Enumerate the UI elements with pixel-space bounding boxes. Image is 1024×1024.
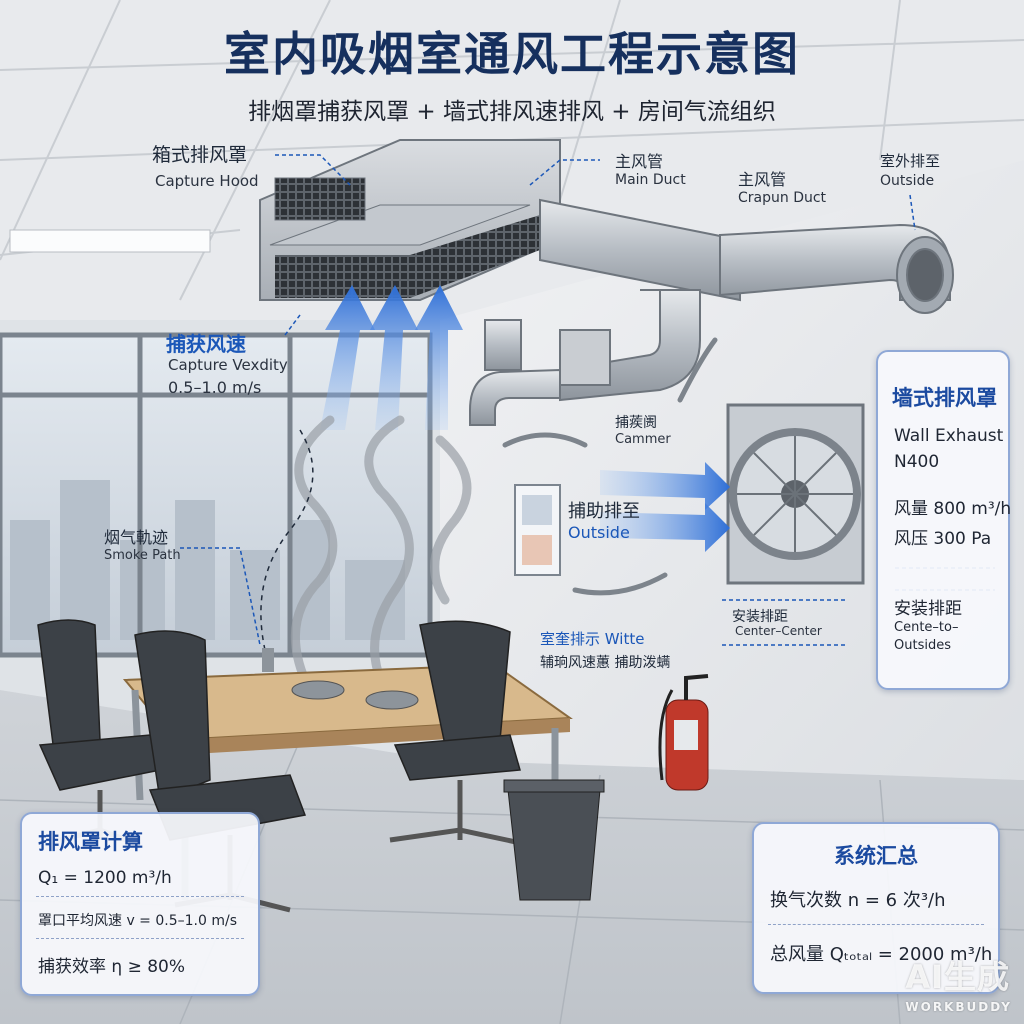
fire-extinguisher: [658, 674, 709, 791]
system-summary-panel: 系统汇总 换气次数 n = 6 次³/h 总风量 Qₜₒₜₐₗ = 2000 m…: [752, 822, 1000, 994]
wall-sign: [514, 484, 561, 576]
watermark-main: AI生成: [905, 958, 1010, 996]
label-room-line1: 室奎排示 Witte: [540, 630, 645, 648]
wall-panel-name: Wall Exhaust: [894, 426, 1004, 446]
wall-panel-pressure: 风压 300 Pa: [894, 529, 992, 549]
page-title: 室内吸烟室通风工程示意图: [224, 27, 800, 81]
label-install-zh: 安装排距: [732, 609, 788, 625]
label-capture-value: 0.5–1.0 m/s: [168, 378, 262, 397]
label-outside-zh: 室外排至: [880, 152, 941, 170]
summary-separator: [768, 924, 984, 925]
label-outside-en: Outside: [880, 173, 935, 189]
label-main-duct2-zh: 主风管: [738, 170, 787, 189]
label-smoke-zh: 烟气軌迹: [104, 528, 169, 547]
ceiling-light: [9, 229, 211, 253]
label-hood-en: Capture Hood: [155, 172, 259, 190]
wall-panel-install-en2: Outsides: [894, 638, 951, 653]
main-duct-system: [469, 198, 954, 426]
wall-panel-title: 墙式排风罩: [892, 386, 997, 410]
watermark-sub: WORKBUDDY: [905, 1000, 1012, 1014]
summary-total: 总风量 Qₜₒₜₐₗ = 2000 m³/h: [770, 944, 993, 965]
label-capture-zh: 捕获风速: [166, 332, 246, 356]
label-damper-zh: 捕蒺阓: [615, 415, 657, 431]
smoke-path-dashed: [260, 429, 314, 651]
label-install-en: Center–Center: [735, 624, 822, 638]
wall-panel-airflow: 风量 800 m³/h: [894, 499, 1012, 519]
circulation-arrows: [502, 337, 718, 596]
summary-ach: 换气次数 n = 6 次³/h: [770, 890, 946, 911]
label-damper-en: Cammer: [615, 432, 671, 447]
label-smoke-en: Smoke Path: [104, 548, 181, 563]
label-room-line2: 辅珦风速蕙 捕助泼螨: [540, 655, 671, 671]
ashtrays: [262, 648, 419, 710]
capture-arrows: [320, 285, 463, 430]
label-main-duct1-en: Main Duct: [615, 172, 686, 188]
capture-hood: [259, 139, 561, 301]
calc-panel-title: 排风罩计算: [38, 830, 143, 854]
trash-bin: [503, 779, 605, 901]
label-aux-en: Outside: [568, 523, 630, 542]
label-hood-zh: 箱式排风罩: [152, 144, 248, 166]
hood-calc-panel: 排风罩计算 Q₁ = 1200 m³/h 罩口平均风速 v = 0.5–1.0 …: [20, 812, 260, 996]
label-aux-zh: 捕助排至: [568, 501, 640, 522]
wall-panel-install-zh: 安装排距: [894, 599, 962, 619]
wall-exhaust-fan: [726, 403, 865, 585]
wall-panel-install-en1: Cente–to–: [894, 620, 959, 635]
smoke-plumes: [290, 415, 472, 695]
wall-panel-model: N400: [894, 452, 940, 472]
page-subtitle: 排烟罩捕获风罩 + 墙式排风速排风 + 房间气流组织: [248, 99, 776, 125]
calc-separator: [36, 938, 244, 939]
summary-title: 系统汇总: [834, 844, 918, 868]
label-capture-en: Capture Vexdity: [168, 356, 288, 374]
window-wall: [0, 332, 433, 658]
calc-efficiency: 捕获效率 η ≥ 80%: [38, 957, 186, 977]
label-main-duct1-zh: 主风管: [615, 152, 664, 171]
calc-q: Q₁ = 1200 m³/h: [38, 868, 172, 888]
label-main-duct2-en: Crapun Duct: [738, 190, 827, 206]
fan-intake-arrows: [600, 462, 730, 552]
calc-separator: [36, 896, 244, 897]
calc-velocity: 罩口平均风速 v = 0.5–1.0 m/s: [38, 913, 237, 929]
wall-exhaust-panel: 墙式排风罩 Wall Exhaust N400 风量 800 m³/h 风压 3…: [876, 350, 1012, 690]
